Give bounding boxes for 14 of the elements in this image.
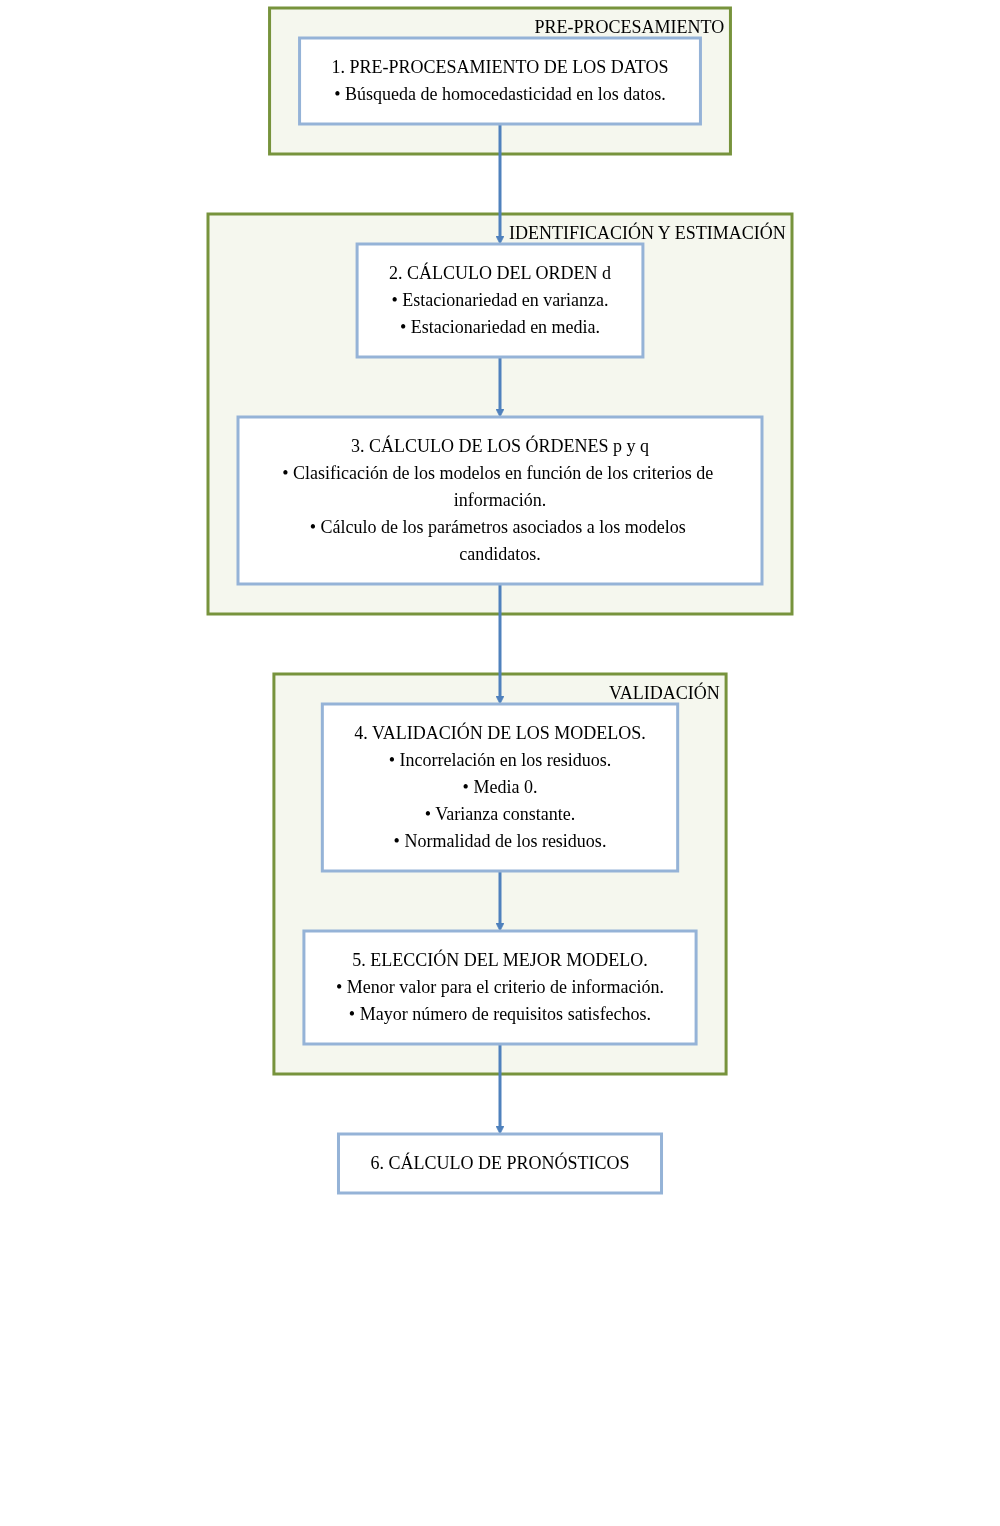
node-box [298,36,702,126]
arrow [495,124,505,245]
arrow [495,584,505,705]
cluster [206,212,794,616]
arrow [495,1044,505,1135]
node-box [236,415,764,586]
node-box [355,242,645,359]
node-box [337,1132,663,1195]
arrow [495,357,505,418]
node-box [302,929,698,1046]
cluster [268,6,732,156]
cluster [272,672,728,1076]
arrow [495,871,505,932]
node-box [320,702,680,873]
